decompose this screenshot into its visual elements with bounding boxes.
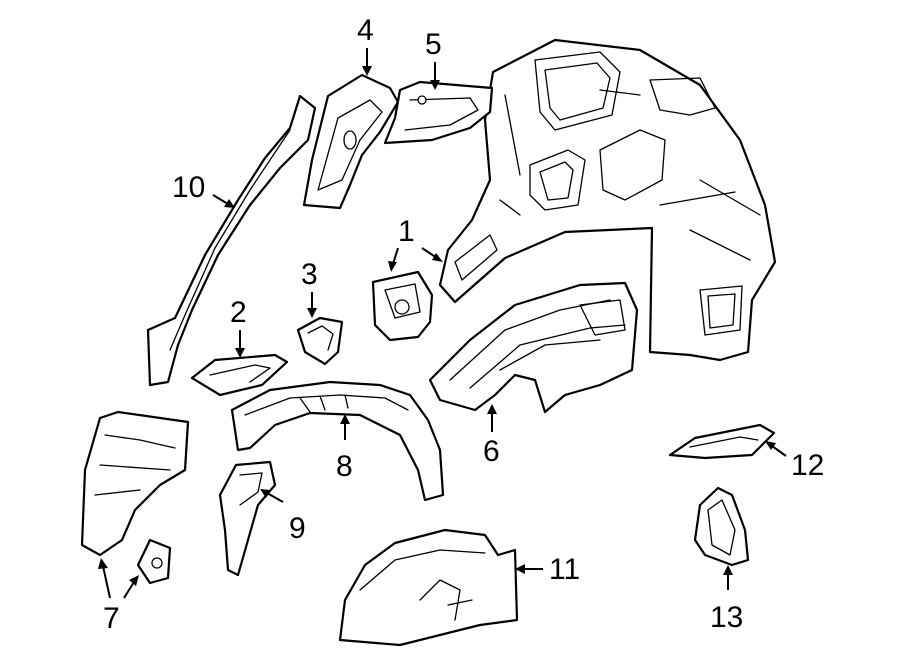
- part-10-pillar: [146, 94, 317, 387]
- part-12-brace: [668, 423, 776, 460]
- part-6-wheelhouse: [428, 281, 639, 414]
- part-1-bracket: [371, 270, 434, 342]
- part-2-brace: [190, 353, 289, 397]
- callout-10: 10: [172, 171, 205, 204]
- callout-2: 2: [230, 296, 247, 329]
- callout-1: 1: [398, 215, 415, 248]
- part-8-wheel-liner: [230, 380, 445, 502]
- quarter-inner-panel: [438, 38, 777, 362]
- part-9-extension: [218, 460, 277, 577]
- callout-9: 9: [289, 512, 306, 545]
- callout-12: 12: [791, 449, 824, 482]
- callout-4: 4: [357, 14, 374, 47]
- callout-11: 11: [549, 553, 580, 586]
- part-13-bracket: [693, 486, 750, 567]
- callout-8: 8: [336, 450, 353, 483]
- leader-lines: [98, 48, 787, 599]
- part-3-cap: [296, 316, 344, 366]
- part-5-extension: [383, 80, 494, 145]
- callout-13: 13: [710, 601, 743, 634]
- callout-7: 7: [103, 602, 120, 635]
- part-7-clip: [136, 538, 172, 585]
- callout-6: 6: [483, 435, 500, 468]
- callout-3: 3: [301, 258, 318, 291]
- part-4-pillar-reinforcement: [302, 73, 400, 210]
- part-11-lower-panel: [338, 528, 519, 647]
- part-7-inner-panel: [80, 410, 190, 557]
- callout-5: 5: [425, 28, 442, 61]
